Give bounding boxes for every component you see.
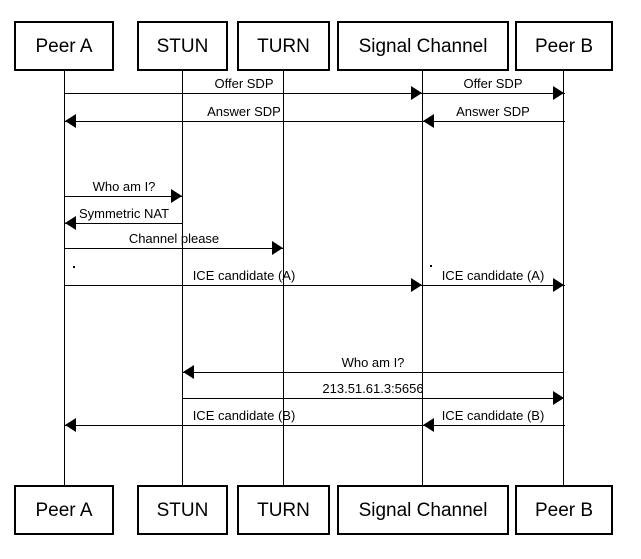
message-label-offer-sdp-2: Offer SDP xyxy=(463,76,523,91)
actor-box-peer-b-top: Peer B xyxy=(515,21,613,71)
message-line-symmetric-nat xyxy=(64,223,182,224)
actor-box-stun-top: STUN xyxy=(137,21,228,71)
arrowhead-ice-candidate-a-at-peer-b xyxy=(553,278,564,292)
lifeline-peer-a xyxy=(64,71,65,485)
actor-box-signal-channel-bottom: Signal Channel xyxy=(337,485,509,535)
actor-box-turn-bottom: TURN xyxy=(237,485,330,535)
arrowhead-offer-sdp-at-signal-channel xyxy=(411,86,422,100)
message-label-who-am-i-2: Who am I? xyxy=(341,355,405,370)
message-label-channel-please: Channel please xyxy=(128,231,220,246)
message-line-who-am-i-2 xyxy=(183,372,564,373)
message-line-ice-candidate-b xyxy=(64,425,565,426)
message-line-who-am-i-1 xyxy=(64,196,182,197)
message-label-ice-candidate-b-1: ICE candidate (B) xyxy=(441,408,545,423)
message-label-offer-sdp-1: Offer SDP xyxy=(214,76,274,91)
arrowhead-who-am-i-1-at-stun xyxy=(171,189,182,203)
message-label-ice-candidate-b-2: ICE candidate (B) xyxy=(192,408,296,423)
arrowhead-channel-please-at-turn xyxy=(272,241,283,255)
arrowhead-ice-candidate-b-at-peer-a xyxy=(65,418,76,432)
arrowhead-answer-sdp-at-signal-channel xyxy=(423,114,434,128)
actor-box-peer-a-top: Peer A xyxy=(14,21,114,71)
period-dot-signal-channel xyxy=(430,265,432,267)
arrowhead-answer-sdp-at-peer-a xyxy=(65,114,76,128)
message-line-ip-port xyxy=(183,398,564,399)
arrowhead-ice-candidate-b-at-signal-channel xyxy=(423,418,434,432)
arrowhead-who-am-i-2-at-stun xyxy=(183,365,194,379)
message-line-offer-sdp xyxy=(64,93,565,94)
message-line-channel-please xyxy=(64,248,283,249)
message-line-ice-candidate-a xyxy=(64,285,565,286)
message-label-who-am-i-1: Who am I? xyxy=(92,179,156,194)
lifeline-stun xyxy=(182,71,183,485)
message-label-symmetric-nat: Symmetric NAT xyxy=(78,206,170,221)
actor-box-stun-bottom: STUN xyxy=(137,485,228,535)
period-dot-peer-a xyxy=(73,266,75,268)
arrowhead-ice-candidate-a-at-signal-channel xyxy=(411,278,422,292)
message-line-answer-sdp xyxy=(64,121,565,122)
arrowhead-offer-sdp-at-peer-b xyxy=(553,86,564,100)
message-label-ice-candidate-a-2: ICE candidate (A) xyxy=(441,268,545,283)
actor-box-peer-a-bottom: Peer A xyxy=(14,485,114,535)
message-label-ip-port: 213.51.61.3:5656 xyxy=(322,381,424,396)
actor-box-peer-b-bottom: Peer B xyxy=(515,485,613,535)
arrowhead-symmetric-nat-at-peer-a xyxy=(65,216,76,230)
arrowhead-ip-port-at-peer-b xyxy=(553,391,564,405)
lifeline-signal-channel xyxy=(422,71,423,485)
actor-box-turn-top: TURN xyxy=(237,21,330,71)
actor-box-signal-channel-top: Signal Channel xyxy=(337,21,509,71)
message-label-ice-candidate-a-1: ICE candidate (A) xyxy=(192,268,296,283)
message-label-answer-sdp-2: Answer SDP xyxy=(207,104,281,119)
lifeline-turn xyxy=(283,71,284,485)
message-label-answer-sdp-1: Answer SDP xyxy=(456,104,530,119)
